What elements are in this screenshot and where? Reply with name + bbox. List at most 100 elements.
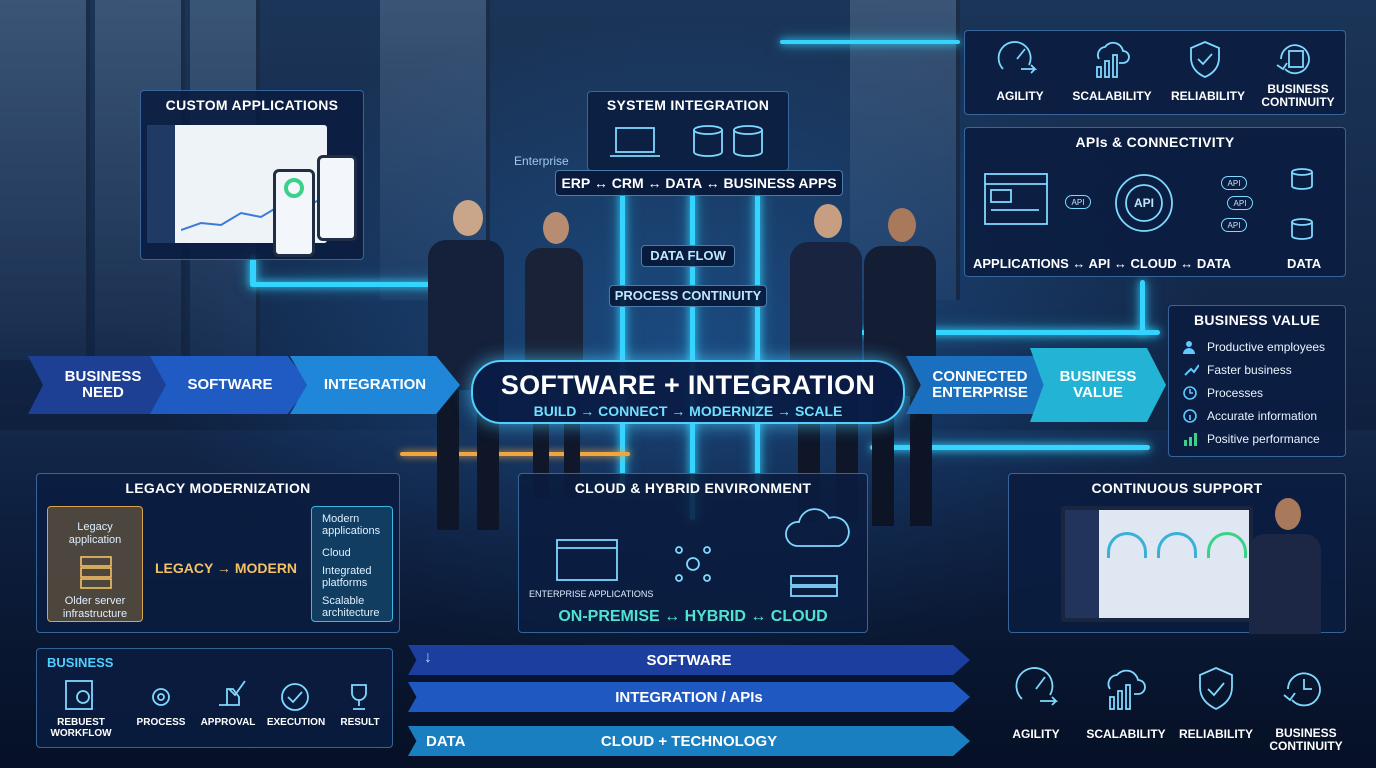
database-icon (1291, 168, 1313, 240)
database-icon (693, 125, 763, 157)
approval-icon (219, 680, 246, 706)
legacy-modernization-title: LEGACY MODERNIZATION (125, 480, 311, 496)
older-server-label: Older server infrastructure (62, 595, 128, 620)
modern-item: Integrated platforms (322, 565, 372, 589)
api-tag: API (1065, 195, 1091, 209)
top-value-agility: AGILITY (996, 89, 1044, 103)
enterprise-caption: Enterprise (514, 154, 569, 168)
modern-box: Modern applications Cloud Integrated pla… (311, 506, 393, 622)
business-value-item: Accurate information (1183, 409, 1317, 423)
phone-mockup (317, 155, 357, 241)
result-trophy-icon (351, 684, 367, 710)
enterprise-applications-label: ENTERPRISE APPLICATIONS (529, 589, 654, 599)
reliability-icon (1190, 41, 1220, 78)
legacy-modernization-panel: LEGACY MODERNIZATION Legacy application … (36, 473, 400, 633)
process-icon (152, 688, 170, 706)
custom-applications-panel: CUSTOM APPLICATIONS (140, 90, 364, 260)
business-value-item: Productive employees (1183, 340, 1325, 354)
system-integration-title: SYSTEM INTEGRATION (606, 97, 770, 113)
info-icon (1183, 409, 1197, 423)
integration-flow-label: ERP ↔ CRM ↔ DATA ↔ BUSINESS APPS (555, 170, 843, 196)
laptop-icon (610, 127, 660, 157)
bottom-value-scalability: SCALABILITY (1086, 727, 1166, 741)
modern-item: Cloud (322, 547, 351, 559)
execution-icon (281, 683, 309, 711)
business-continuity-icon (1276, 44, 1310, 75)
agility-icon (1015, 667, 1059, 706)
data-flow-label: DATA FLOW (641, 245, 735, 267)
api-center-label: API (1133, 196, 1154, 210)
pipeline-step-integration: INTEGRATION (290, 356, 460, 414)
workflow-step: RESULT (340, 717, 380, 728)
business-value-label: Faster business (1207, 363, 1292, 377)
software-band-label: SOFTWARE (646, 651, 732, 669)
process-continuity-label: PROCESS CONTINUITY (609, 285, 767, 307)
cloud-hybrid-title: CLOUD & HYBRID ENVIRONMENT (574, 480, 812, 496)
request-workflow-icon (65, 680, 93, 710)
business-value-label: Productive employees (1207, 340, 1326, 354)
business-workflow-title: BUSINESS (47, 655, 114, 670)
custom-applications-title: CUSTOM APPLICATIONS (165, 97, 339, 113)
business-workflow-panel: BUSINESS REBUEST WORKFLOW PROCESS APPROV… (36, 648, 393, 748)
down-arrow-icon: ↓ (424, 649, 432, 666)
pipeline-step-software: SOFTWARE (150, 356, 310, 414)
business-value-label: Accurate information (1207, 409, 1318, 423)
api-tag: API (1221, 176, 1247, 190)
apis-connectivity-panel: APIs & CONNECTIVITY API API API API API … (964, 127, 1346, 277)
center-hub-title: SOFTWARE + INTEGRATION (500, 370, 876, 400)
top-value-business-continuity: BUSINESS CONTINUITY (1261, 82, 1335, 109)
employees-icon (1183, 341, 1195, 354)
business-value-title: BUSINESS VALUE (1193, 312, 1321, 328)
reliability-icon (1199, 667, 1233, 711)
continuous-support-title: CONTINUOUS SUPPORT (1091, 480, 1263, 496)
agility-icon (997, 41, 1038, 74)
network-hub-icon (675, 546, 711, 582)
pipeline-step-connected-enterprise: CONNECTED ENTERPRISE (906, 356, 1054, 414)
cloud-flow-label: ON-PREMISE ↔ HYBRID ↔ CLOUD (558, 608, 828, 625)
workflow-step: APPROVAL (200, 717, 256, 728)
center-hub: SOFTWARE + INTEGRATION BUILD → CONNECT →… (471, 360, 905, 424)
bottom-value-business-continuity: BUSINESS CONTINUITY (1269, 726, 1343, 753)
integration-band: INTEGRATION / APIs (408, 682, 970, 712)
cloud-hybrid-panel: CLOUD & HYBRID ENVIRONMENT ENTERPRISE AP… (518, 473, 868, 633)
business-value-item: Positive performance (1183, 432, 1320, 446)
workflow-step: EXECUTION (266, 717, 326, 728)
bottom-value-reliability: RELIABILITY (1179, 727, 1253, 741)
cloud-technology-band-label: CLOUD + TECHNOLOGY (600, 732, 778, 750)
api-connectivity-flow-extra: DATA (1287, 256, 1322, 271)
business-value-panel: BUSINESS VALUE Productive employees Fast… (1168, 305, 1346, 457)
business-continuity-icon (1283, 672, 1321, 707)
continuous-support-panel: CONTINUOUS SUPPORT (1008, 473, 1346, 634)
top-value-reliability: RELIABILITY (1171, 89, 1245, 103)
api-connectivity-flow: APPLICATIONS ↔ API ↔ CLOUD ↔ DATA (973, 256, 1232, 271)
modern-item: Modern applications (322, 513, 381, 537)
workflow-step: PROCESS (136, 717, 186, 728)
support-engineer-illustration (1249, 498, 1327, 634)
bottom-values-row: AGILITY SCALABILITY RELIABILITY BUSINESS… (1000, 655, 1356, 765)
speed-icon (1184, 364, 1199, 376)
legacy-to-modern-label: LEGACY → MODERN (154, 560, 298, 576)
api-gear-icon (1115, 174, 1173, 232)
legacy-application-label: Legacy application (68, 521, 122, 546)
business-value-item: Processes (1183, 386, 1263, 400)
scalability-icon (1107, 669, 1146, 710)
system-integration-panel: SYSTEM INTEGRATION (587, 91, 789, 171)
chart-icon (1184, 433, 1197, 446)
data-band-label: DATA (426, 732, 466, 750)
pipeline-step-business-need: BUSINESS NEED (28, 356, 178, 414)
legacy-box: Legacy application Older server infrastr… (47, 506, 143, 622)
top-value-scalability: SCALABILITY (1072, 89, 1152, 103)
server-icon (80, 556, 112, 589)
pipeline-step-business-value: BUSINESS VALUE (1030, 348, 1166, 422)
business-value-label: Positive performance (1207, 432, 1320, 446)
cloud-icon (785, 508, 850, 547)
cloud-technology-band: DATA CLOUD + TECHNOLOGY (408, 726, 970, 756)
modern-item: Scalable architecture (322, 595, 380, 619)
top-values-panel: AGILITY SCALABILITY RELIABILITY BUSINESS… (964, 30, 1346, 115)
bottom-value-agility: AGILITY (1012, 727, 1060, 741)
application-window-icon (984, 173, 1048, 225)
tablet-mockup (273, 169, 315, 257)
business-value-item: Faster business (1183, 363, 1292, 377)
business-value-label: Processes (1207, 386, 1264, 400)
workflow-step: REBUEST WORKFLOW (50, 717, 112, 739)
